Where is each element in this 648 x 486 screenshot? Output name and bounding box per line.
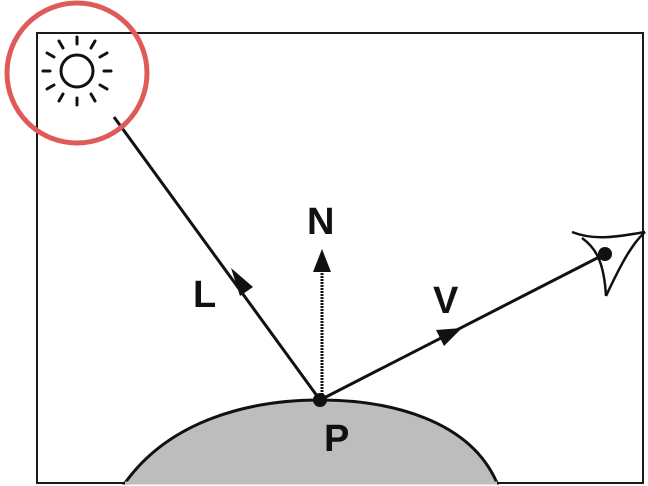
view-vector-label: V (433, 280, 459, 322)
view-ray (319, 252, 606, 402)
normal-vector-label: N (307, 201, 334, 243)
normal-vector-arrowhead (313, 249, 331, 272)
eye-icon (571, 230, 646, 297)
surface-point-dot (313, 393, 327, 407)
view-vector-arrowhead (436, 328, 462, 346)
surface-point-label: P (324, 418, 349, 460)
sun-icon (41, 35, 113, 107)
light-ray (112, 116, 322, 401)
highlight-circle (4, 0, 150, 146)
light-vector-label: L (193, 274, 216, 316)
light-vector-arrowhead (231, 268, 253, 296)
